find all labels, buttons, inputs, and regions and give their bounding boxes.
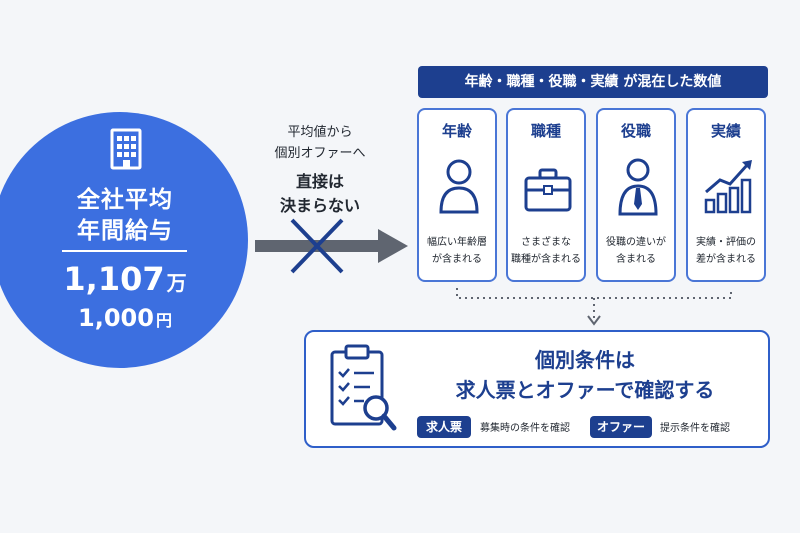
middle-text-line2: 個別オファーへ: [274, 146, 366, 161]
panel-title-line2: 求人票とオファーで確認する: [455, 378, 715, 402]
card-desc: 役職の違いが含まれる: [606, 237, 666, 265]
circle-divider: [62, 250, 187, 252]
panel-title-line1: 個別条件は: [535, 348, 635, 372]
middle-text-line3: 直接は: [295, 172, 344, 191]
crossed-arrow: [255, 218, 408, 274]
arrow-head: [378, 229, 408, 263]
clipboard-checklist-icon: [330, 344, 397, 431]
growth-chart-icon: [704, 160, 752, 214]
manager-icon: [618, 158, 658, 216]
offer-tag: オファー: [590, 416, 652, 438]
job-posting-tag: 求人票: [417, 416, 471, 438]
cross-mark: [290, 218, 344, 274]
office-building-icon: [110, 128, 142, 170]
salary-amount-unit: 万: [166, 271, 187, 295]
circle-title-line1: 全社平均: [77, 187, 173, 213]
card-title: 役職: [620, 122, 651, 140]
job-posting-desc: 募集時の条件を確認: [480, 423, 570, 434]
dotted-connector: [456, 288, 732, 326]
salary-amount-number: 1,107: [63, 260, 165, 298]
card-title: 職種: [530, 122, 561, 140]
middle-text-line1: 平均値から: [287, 125, 353, 140]
person-icon: [439, 159, 479, 214]
card-position: 役職 役職の違いが含まれる: [596, 108, 676, 282]
salary-amount-unit2: 円: [155, 311, 172, 330]
offer-desc: 提示条件を確認: [660, 423, 730, 434]
circle-title-line2: 年間給与: [77, 218, 173, 244]
card-title: 年齢: [441, 122, 472, 140]
card-job-type: 職種 さまざまな職種が含まれる: [506, 108, 586, 282]
middle-text-line4: 決まらない: [279, 196, 360, 215]
card-desc: 幅広い年齢層が含まれる: [427, 237, 487, 265]
briefcase-icon: [524, 168, 572, 212]
card-title: 実績: [710, 122, 741, 140]
card-age: 年齢 幅広い年齢層が含まれる: [417, 108, 497, 282]
salary-amount-number2: 1,000: [78, 304, 154, 332]
card-desc: さまざまな職種が含まれる: [511, 237, 581, 265]
card-performance: 実績 実績・評価の差が含まれる: [686, 108, 766, 282]
card-desc: 実績・評価の差が含まれる: [696, 237, 756, 265]
mixed-values-banner: 年齢・職種・役職・実績 が混在した数値: [418, 66, 768, 98]
